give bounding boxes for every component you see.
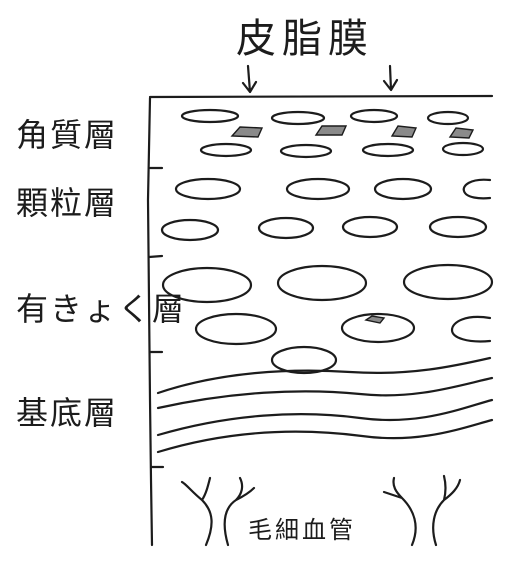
granulosum-cell bbox=[428, 215, 488, 239]
stratum-spinosum-cells bbox=[161, 263, 494, 375]
capillary-right-inner bbox=[382, 476, 417, 547]
corneum-cell bbox=[349, 108, 399, 124]
sebum-film bbox=[148, 64, 494, 99]
basale-wave-2 bbox=[156, 376, 494, 410]
corneum-cell bbox=[199, 142, 253, 158]
stratum-granulosum-label: 顆粒層 bbox=[16, 184, 119, 222]
basale-wave-4 bbox=[156, 418, 494, 454]
layer-boundary bbox=[146, 96, 165, 547]
granulosum-cell bbox=[285, 177, 351, 201]
spinosum-cell bbox=[402, 263, 494, 301]
granulosum-cell bbox=[373, 177, 433, 201]
spinosum-cell-partial bbox=[450, 315, 492, 343]
stratum-basale-label: 基底層 bbox=[16, 394, 119, 432]
granulosum-cell-partial bbox=[462, 178, 492, 200]
granulosum-cell bbox=[160, 218, 220, 242]
corneum-cell bbox=[426, 110, 470, 126]
spinosum-cell bbox=[194, 312, 278, 346]
stratum-basale-waves bbox=[156, 356, 494, 454]
corneum-cell bbox=[279, 143, 333, 159]
corneum-cell bbox=[180, 108, 240, 124]
capillary-right-outer bbox=[432, 474, 462, 547]
granulosum-cell bbox=[174, 177, 242, 201]
keratin-granule bbox=[390, 125, 418, 138]
stratum-corneum-label: 角質層 bbox=[16, 116, 119, 154]
spinosum-cell bbox=[270, 345, 338, 375]
corneum-cell bbox=[361, 142, 415, 158]
keratin-granule bbox=[230, 126, 264, 138]
spinosum-cell bbox=[161, 266, 253, 304]
keratin-granule bbox=[448, 127, 475, 139]
stratum-corneum-cells bbox=[180, 108, 485, 159]
sebum-arrow-left bbox=[241, 64, 258, 94]
capillaries bbox=[180, 474, 462, 547]
spinosum-cell bbox=[340, 312, 416, 344]
left-boundary-line bbox=[146, 96, 154, 547]
stratum-granulosum-cells bbox=[160, 177, 492, 242]
boundary-tick-2 bbox=[147, 254, 164, 259]
basale-wave-1 bbox=[156, 356, 492, 395]
spinosum-cell bbox=[276, 264, 368, 302]
granulosum-cell bbox=[257, 216, 315, 240]
capillary-label: 毛細血管 bbox=[248, 516, 356, 544]
corneum-cell bbox=[441, 141, 485, 157]
capillary-left-inner bbox=[223, 476, 256, 547]
stratum-spinosum-label: 有きょく層 bbox=[16, 290, 187, 328]
basale-wave-3 bbox=[156, 398, 494, 437]
pigment-granule bbox=[364, 315, 386, 324]
sebum-film-line bbox=[148, 94, 494, 99]
sebum-film-label: 皮脂膜 bbox=[236, 16, 374, 62]
keratin-granule bbox=[314, 125, 348, 136]
corneum-cell bbox=[270, 110, 326, 126]
sebum-arrow-right bbox=[382, 64, 399, 92]
capillary-left-outer bbox=[180, 476, 213, 547]
granulosum-cell bbox=[341, 215, 399, 239]
